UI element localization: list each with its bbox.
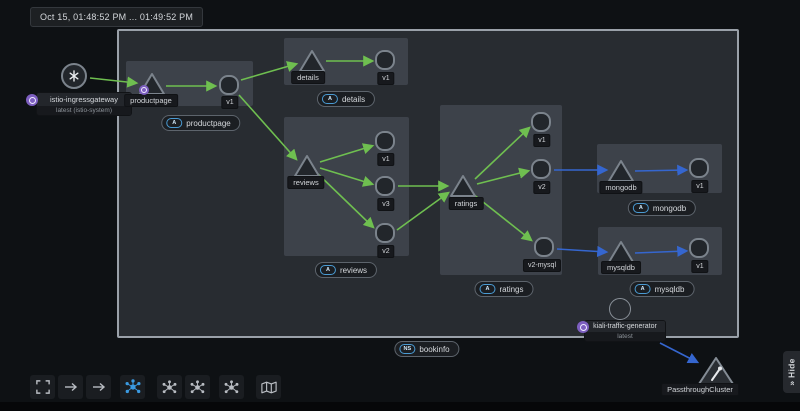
namespace-badge: NS [399,344,416,354]
node-reviews-v2[interactable] [375,223,395,243]
group-name: mongodb [652,203,687,213]
chevron-right-icon: » [786,380,797,386]
group-label-details[interactable]: A details [316,91,376,107]
hide-all-edges-button[interactable] [86,375,111,399]
node-mysqldb-v1[interactable] [689,238,709,258]
node-ratings-v1[interactable] [531,112,551,132]
layout-default-button[interactable] [120,375,145,399]
node-reviews-v1[interactable] [375,131,395,151]
istio-config-badge-icon [26,94,38,106]
layout-one-button[interactable] [157,375,182,399]
node-ratings-v2-mysql[interactable] [534,237,554,257]
label-istio-ingressgateway[interactable]: istio-ingressgateway latest (istio-syste… [36,92,132,116]
hide-healthy-edges-button[interactable] [58,375,83,399]
node-istio-ingressgateway[interactable] [61,63,87,89]
app-badge: A [632,203,649,213]
group-name: ratings [499,284,524,294]
arrow-right-icon [64,381,78,393]
label-details-v1: v1 [377,72,395,85]
edge-kiali-traffic-generator-to-PassthroughCluster[interactable] [659,342,700,364]
app-badge: A [321,94,338,104]
group-name: reviews [339,265,368,275]
group-name: productpage [186,118,231,128]
label-mongodb: mongodb [599,181,643,194]
app-badge: A [479,284,496,294]
group-label-ratings[interactable]: A ratings [474,281,534,297]
app-badge: A [319,265,336,275]
label-ratings-v2-mysql: v2-mysql [522,259,562,272]
label-details: details [291,71,325,84]
graph-hub-icon [162,379,177,395]
app-badge: A [166,118,183,128]
node-mongodb-service[interactable] [607,159,635,183]
label-ratings-v1: v1 [533,134,551,147]
node-ratings-v2[interactable] [531,159,551,179]
layout-two-button[interactable] [185,375,210,399]
hide-panel-button[interactable]: » Hide [783,351,800,393]
traffic-generator-version: latest [585,332,665,341]
map-icon [260,381,277,394]
label-mysqldb: mysqldb [601,261,641,274]
graph-hub-icon [190,379,205,395]
node-reviews-v3[interactable] [375,176,395,196]
bottom-bar [0,402,800,411]
node-details-v1[interactable] [375,50,395,70]
graph-toolbar [30,375,284,399]
node-productpage-v1[interactable] [219,75,239,95]
group-name: mysqldb [654,284,685,294]
gateway-version: latest (istio-system) [37,106,131,115]
hide-label: Hide [786,358,797,378]
namespace-label-bookinfo[interactable]: NS bookinfo [394,341,460,357]
graph-hub-icon [124,379,141,395]
legend-button[interactable] [256,375,281,399]
node-mongodb-v1[interactable] [689,158,709,178]
label-ratings: ratings [448,197,484,210]
node-ratings-service[interactable] [449,174,477,198]
group-label-mongodb[interactable]: A mongodb [627,200,697,216]
time-range-display: Oct 15, 01:48:52 PM ... 01:49:52 PM [30,7,204,27]
node-reviews-service[interactable] [293,154,321,178]
node-passthrough-cluster[interactable] [697,356,735,386]
graph-hub-icon [224,379,239,395]
namespace-name: bookinfo [419,344,450,354]
label-productpage: productpage [124,94,178,107]
label-productpage-v1: v1 [221,96,239,109]
traffic-generator-name: kiali-traffic-generator [585,321,665,332]
label-ratings-v2: v2 [533,181,551,194]
fit-to-screen-button[interactable] [30,375,55,399]
label-mysqldb-v1: v1 [691,260,709,273]
label-mongodb-v1: v1 [691,180,709,193]
label-reviews-v3: v3 [377,198,395,211]
gateway-icon [68,70,80,82]
node-details-service[interactable] [298,49,326,73]
group-label-reviews[interactable]: A reviews [314,262,378,278]
label-kiali-traffic-generator[interactable]: kiali-traffic-generator latest [584,320,666,342]
arrow-right-icon [92,381,106,393]
group-label-mysqldb[interactable]: A mysqldb [629,281,695,297]
label-reviews-v2: v2 [377,245,395,258]
istio-config-badge-icon [577,321,589,333]
label-passthrough-cluster: PassthroughCluster [661,383,739,396]
expand-icon [35,380,50,394]
gateway-name: istio-ingressgateway [37,93,131,106]
label-reviews: reviews [287,176,325,189]
app-badge: A [634,284,651,294]
label-reviews-v1: v1 [377,153,395,166]
group-name: details [341,94,366,104]
service-entry-icon [711,366,722,381]
namespace-layout-button[interactable] [219,375,244,399]
node-kiali-traffic-generator[interactable] [609,298,631,320]
group-label-productpage[interactable]: A productpage [161,115,241,131]
virtual-service-badge-icon [139,85,149,95]
